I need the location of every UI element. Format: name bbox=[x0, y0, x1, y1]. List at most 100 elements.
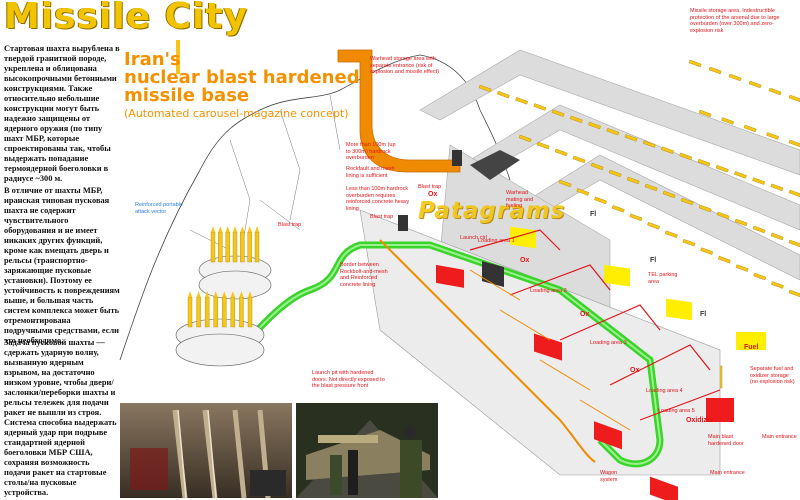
label-loading-3: Loading area 3 bbox=[590, 340, 627, 346]
orange-access-tunnel bbox=[337, 49, 461, 173]
stored-missile bbox=[700, 247, 714, 255]
stored-missile bbox=[768, 87, 782, 96]
stored-missile bbox=[611, 205, 625, 213]
stored-missile bbox=[743, 124, 757, 133]
stored-missile bbox=[734, 171, 747, 179]
label-ox-1: Ox bbox=[428, 191, 438, 198]
stored-missile bbox=[698, 204, 712, 213]
stored-missile bbox=[788, 94, 800, 103]
propellant-blocks bbox=[436, 226, 766, 500]
pit-missile-tip bbox=[233, 226, 237, 232]
stored-missile bbox=[721, 117, 735, 125]
russian-paragraph-3: Задача пусковой шахты — сдержать ударную… bbox=[4, 338, 117, 497]
stored-missile bbox=[788, 239, 800, 248]
pit-missile-tip bbox=[188, 291, 192, 297]
upright-missile bbox=[176, 40, 180, 74]
stored-missile bbox=[716, 211, 730, 220]
pit-missile-tip bbox=[205, 291, 210, 297]
loading-lines bbox=[469, 229, 721, 421]
pit-missile bbox=[213, 296, 218, 328]
pit-missile bbox=[225, 231, 230, 263]
label-warhead-mating: Warhead mating and fueling bbox=[506, 190, 534, 209]
stored-missile bbox=[770, 232, 784, 241]
stored-missile bbox=[661, 146, 674, 154]
stored-missile bbox=[496, 90, 510, 99]
label-blast-trap-3: Blast trap bbox=[278, 222, 302, 228]
label-fl-3: Fl bbox=[700, 311, 707, 318]
launch-bay-lines bbox=[469, 269, 631, 431]
label-overburden: More than 100m (up to 300m) hardrock ove… bbox=[346, 142, 396, 161]
label-reinforced-attack: Reinforced portable attack vector bbox=[135, 202, 184, 215]
stored-missile bbox=[558, 179, 572, 188]
stored-missile bbox=[629, 213, 643, 222]
label-fl-1: Fl bbox=[590, 211, 597, 218]
stored-missile bbox=[551, 109, 565, 117]
label-oxidizer: Oxidizer bbox=[686, 417, 714, 424]
pit-missile-tip bbox=[211, 226, 215, 232]
pit-missile bbox=[196, 296, 201, 328]
stored-missile bbox=[752, 177, 766, 185]
stored-missile bbox=[478, 84, 492, 93]
pit-missile bbox=[247, 231, 252, 263]
stored-missile bbox=[735, 264, 749, 272]
warhead-red-block bbox=[436, 264, 464, 288]
watermark: Patagrams bbox=[418, 198, 566, 224]
fl-yellow-block-1 bbox=[510, 226, 536, 249]
pit-missile bbox=[240, 231, 245, 263]
stored-missile bbox=[682, 238, 696, 247]
label-rockfault: Rockfault and mesh lining is sufficient bbox=[346, 166, 395, 179]
pit-missile bbox=[247, 296, 253, 328]
fl-yellow-block-3 bbox=[666, 298, 692, 321]
pit-missile bbox=[230, 296, 236, 328]
photo-right bbox=[296, 403, 438, 498]
page-title: Missile City bbox=[4, 0, 249, 37]
stored-missile bbox=[536, 141, 550, 150]
stored-missile bbox=[766, 132, 780, 140]
pit-missile-tip bbox=[218, 226, 223, 232]
oxidizer-red-block bbox=[706, 398, 734, 422]
fuel-yellow-block bbox=[736, 332, 766, 350]
pit-missile-tip bbox=[230, 291, 235, 297]
label-main-entrance-2: Main entrance bbox=[762, 434, 797, 440]
pit-missile-tip bbox=[225, 226, 230, 232]
pit-missile bbox=[210, 231, 216, 263]
stored-missile bbox=[647, 222, 660, 230]
stored-missile bbox=[662, 190, 676, 199]
stored-missile bbox=[679, 152, 693, 161]
pit-missile-tip bbox=[222, 291, 227, 297]
stored-missile bbox=[664, 230, 678, 238]
pit-missile bbox=[239, 296, 244, 328]
label-warhead-storage: Warhead storage area with separate entra… bbox=[370, 56, 439, 75]
stored-missile bbox=[606, 127, 620, 136]
launch-pit-missiles bbox=[176, 40, 260, 328]
photo-left bbox=[120, 403, 292, 499]
stored-missile bbox=[697, 158, 711, 167]
stored-missile bbox=[644, 183, 658, 192]
label-ox-3: Ox bbox=[580, 311, 590, 318]
label-launch-ctrl: Launch ctrl bbox=[460, 235, 487, 241]
ox-red-block-3 bbox=[650, 476, 678, 500]
pit-missile-tip bbox=[248, 291, 252, 297]
label-loading-2: Loading area 2 bbox=[530, 288, 567, 294]
ox-red-block-2 bbox=[594, 421, 622, 450]
stored-missile bbox=[734, 218, 748, 227]
label-ox-4: Ox bbox=[630, 367, 640, 374]
stored-missile bbox=[533, 103, 547, 111]
label-wagon: Wagon system bbox=[600, 470, 618, 483]
label-fuel: Fuel bbox=[744, 344, 759, 351]
label-less-than-100: Less than 100m hardrock overburden requi… bbox=[346, 186, 410, 212]
pit-missile-tip bbox=[196, 291, 201, 297]
stored-missile bbox=[518, 134, 532, 143]
stored-missile bbox=[569, 115, 583, 124]
label-main-entrance-1: Main entrance bbox=[710, 470, 745, 476]
label-loading-4: Loading area 4 bbox=[646, 388, 683, 394]
pit-missile bbox=[254, 231, 260, 263]
pit-missile-tip bbox=[247, 226, 252, 232]
stored-missile bbox=[626, 176, 640, 185]
ox-red-block-1 bbox=[534, 333, 562, 361]
stored-missile bbox=[753, 272, 767, 281]
mountain-rock-lines bbox=[189, 94, 341, 261]
stored-missile bbox=[770, 183, 784, 192]
